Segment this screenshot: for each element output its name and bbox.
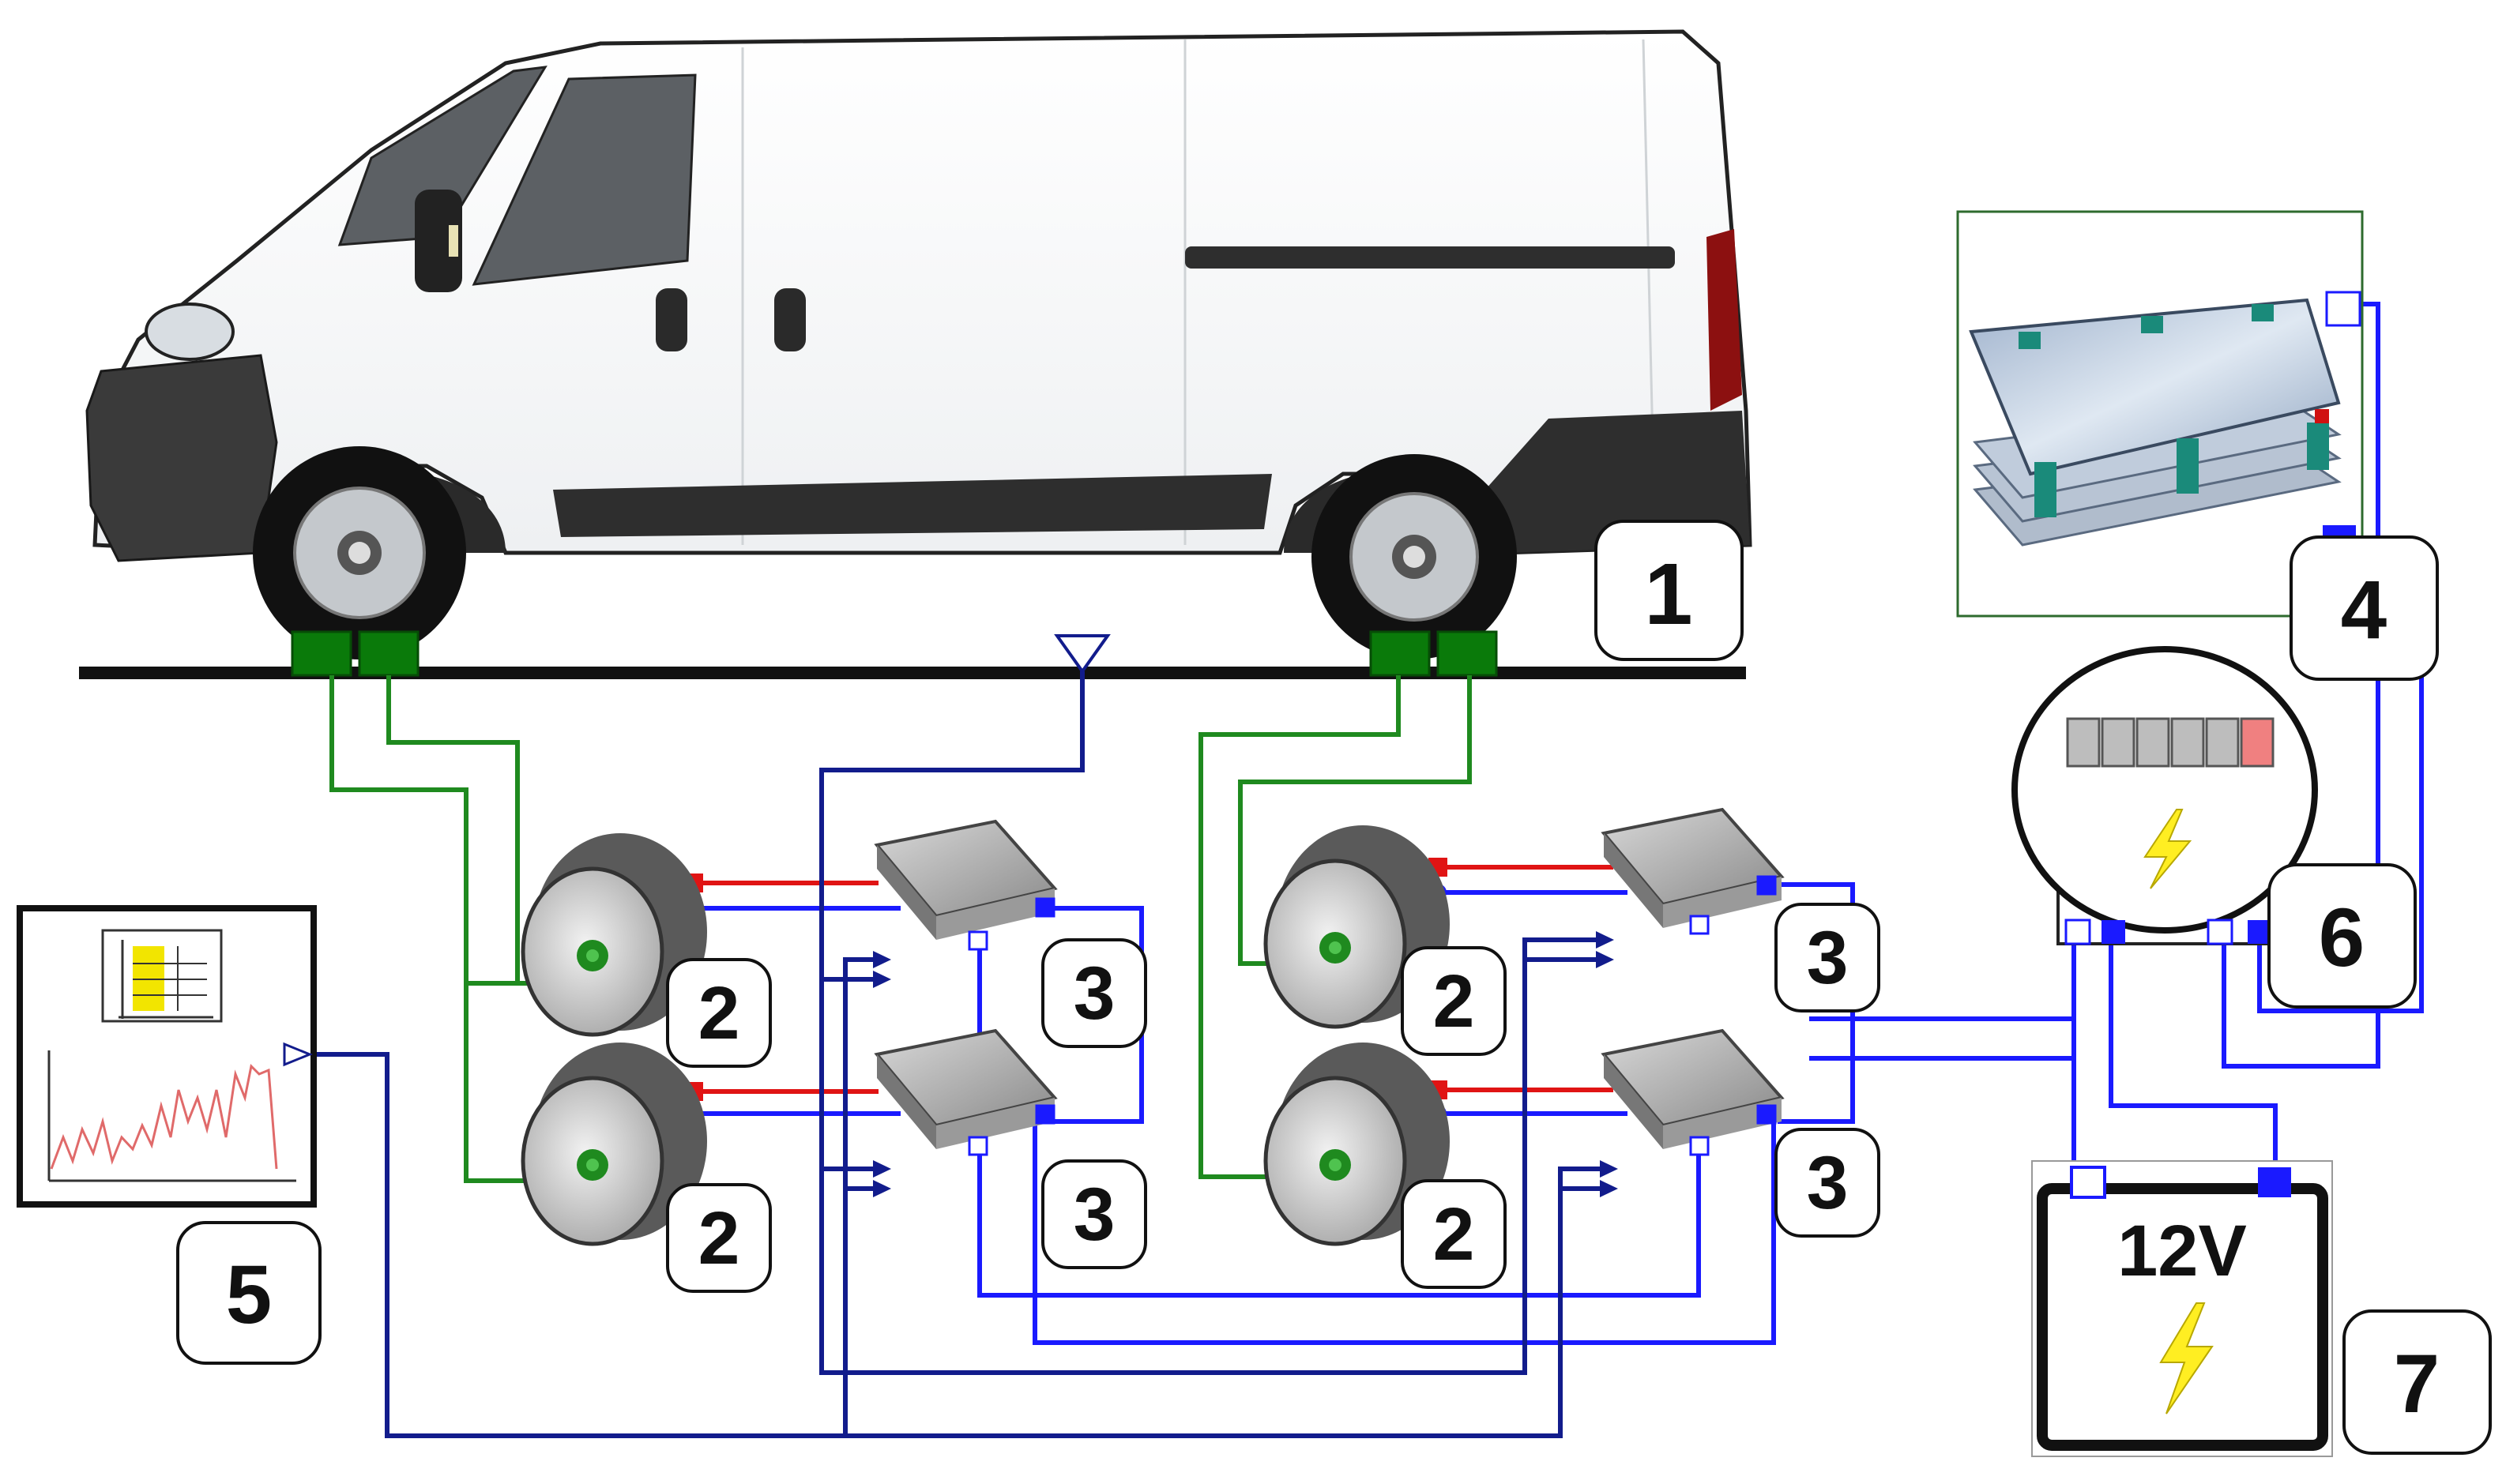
lightning-icon	[2143, 809, 2192, 889]
label-1: 1	[1594, 520, 1744, 661]
label-2-b: 2	[666, 1183, 772, 1293]
wheel-contact-blocks	[291, 630, 1498, 677]
inverter-front-bottom	[874, 1028, 1058, 1149]
signal-input-triangle	[1054, 634, 1111, 674]
van-rear-lamp	[1706, 229, 1742, 411]
van-front-bumper	[85, 354, 278, 562]
svg-text:4: 4	[2341, 564, 2387, 656]
label-2-d: 2	[1401, 1179, 1507, 1289]
battery-pack-icon	[1956, 210, 2364, 618]
svg-text:3: 3	[1807, 916, 1849, 1000]
van-illustration	[85, 29, 1752, 659]
svg-text:5: 5	[226, 1249, 272, 1341]
svg-text:7: 7	[2394, 1338, 2440, 1430]
front-wheel	[253, 446, 466, 659]
signal-links	[312, 671, 1612, 1438]
inverter-front-top	[874, 819, 1058, 940]
svg-text:2: 2	[1433, 960, 1475, 1043]
inverter-terminals	[968, 875, 1777, 1156]
label-3-b: 3	[1041, 1159, 1147, 1269]
label-3-c: 3	[1774, 903, 1880, 1013]
label-4: 4	[2290, 535, 2439, 681]
svg-text:2: 2	[698, 971, 740, 1055]
svg-text:3: 3	[1074, 1173, 1116, 1257]
label-6: 6	[2267, 863, 2417, 1009]
inverter-rear-top	[1601, 807, 1785, 928]
label-2-c: 2	[1401, 946, 1507, 1056]
svg-text:2: 2	[1433, 1193, 1475, 1276]
battery-management-unit-icon	[2011, 646, 2318, 945]
svg-text:3: 3	[1807, 1141, 1849, 1225]
drive-cycle-chart-icon	[17, 905, 317, 1208]
mechanical-links	[329, 675, 1472, 1183]
signal-arrows	[873, 931, 1618, 1197]
rear-wheel	[1311, 454, 1517, 659]
svg-text:2: 2	[698, 1197, 740, 1280]
label-2-a: 2	[666, 958, 772, 1068]
van-mirror	[415, 190, 462, 292]
label-3-d: 3	[1774, 1128, 1880, 1238]
label-3-a: 3	[1041, 938, 1147, 1048]
motor-front-bottom	[521, 1043, 707, 1246]
motor-rear-top	[1263, 825, 1450, 1029]
van-rear-bumper	[1485, 411, 1750, 553]
battery-12v-icon: 12V	[2031, 1160, 2333, 1457]
motor-front-top	[521, 833, 707, 1037]
battery-12v-label: 12V	[2117, 1211, 2247, 1291]
svg-text:1: 1	[1644, 546, 1692, 643]
svg-text:3: 3	[1074, 952, 1116, 1035]
label-5: 5	[176, 1221, 322, 1365]
van-windshield	[337, 66, 547, 246]
inverter-rear-bottom	[1601, 1028, 1785, 1149]
label-7: 7	[2342, 1309, 2492, 1455]
van-side-window	[472, 73, 697, 286]
svg-text:6: 6	[2319, 892, 2365, 984]
